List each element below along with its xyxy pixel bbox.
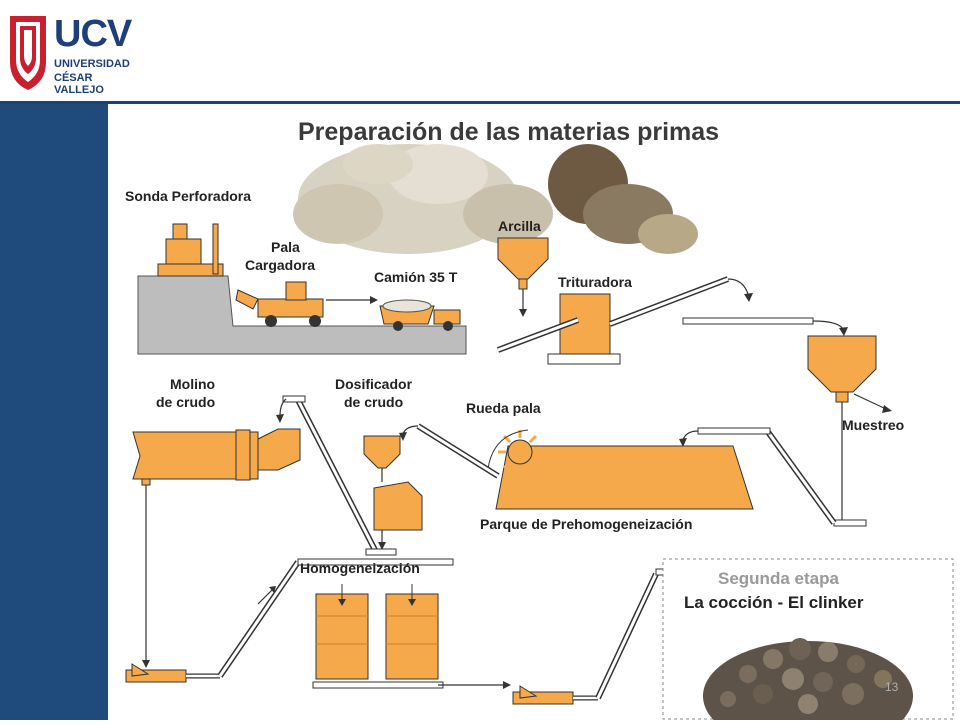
loader-icon — [235, 281, 324, 327]
label-segunda-etapa: Segunda etapa — [718, 569, 839, 588]
drill-rig-icon — [157, 223, 224, 277]
stockpile — [495, 445, 754, 510]
raw-mill-icon — [132, 428, 301, 486]
diagram-title: Preparación de las materias primas — [298, 118, 719, 146]
ucv-shield-icon — [10, 16, 46, 90]
label-arcilla: Arcilla — [498, 218, 541, 234]
bucket-wheel-icon — [487, 429, 542, 474]
ucv-logo: UCV UNIVERSIDAD CÉSAR VALLEJO — [8, 10, 138, 96]
label-pala-2: Cargadora — [245, 257, 315, 273]
rocks-image — [293, 144, 698, 254]
label-pala-1: Pala — [271, 239, 300, 255]
quarry-ground — [137, 275, 467, 355]
homogenization-silo-1 — [315, 584, 369, 680]
blower-icon-left — [125, 663, 187, 683]
label-molino-2: de crudo — [156, 394, 215, 410]
dosifier-icon — [363, 435, 423, 531]
page-number: 13 — [885, 680, 899, 694]
crusher-icon — [496, 276, 730, 365]
label-homogeneizacion: Homogeneización — [300, 560, 420, 576]
label-camion: Camión 35 T — [374, 269, 458, 285]
label-coccion: La cocción - El clinker — [684, 593, 864, 612]
label-parque: Parque de Prehomogeneización — [480, 516, 692, 532]
clay-hopper-icon — [497, 237, 549, 290]
logo-subtitle-2: CÉSAR VALLEJO — [54, 72, 104, 96]
logo-subtitle-1: UNIVERSIDAD — [54, 58, 130, 70]
label-trituradora: Trituradora — [558, 274, 632, 290]
label-dosificador-1: Dosificador — [335, 376, 413, 392]
label-muestreo: Muestreo — [842, 417, 904, 433]
homogenization-silo-2 — [385, 584, 439, 680]
logo-text: UCV — [54, 13, 132, 55]
label-dosificador-2: de crudo — [344, 394, 403, 410]
label-rueda: Rueda pala — [466, 400, 541, 416]
clinker-pile-image — [703, 638, 913, 725]
blower-icon-right — [512, 685, 574, 705]
truck-icon — [379, 299, 461, 331]
sidebar-bar — [0, 104, 108, 720]
label-sonda: Sonda Perforadora — [125, 188, 251, 204]
header: UCV UNIVERSIDAD CÉSAR VALLEJO — [0, 0, 960, 102]
header-divider — [0, 101, 960, 104]
storage-silo-icon — [807, 335, 877, 403]
label-molino-1: Molino — [170, 376, 215, 392]
process-diagram: Preparación de las materias primas Sonda… — [108, 104, 960, 725]
